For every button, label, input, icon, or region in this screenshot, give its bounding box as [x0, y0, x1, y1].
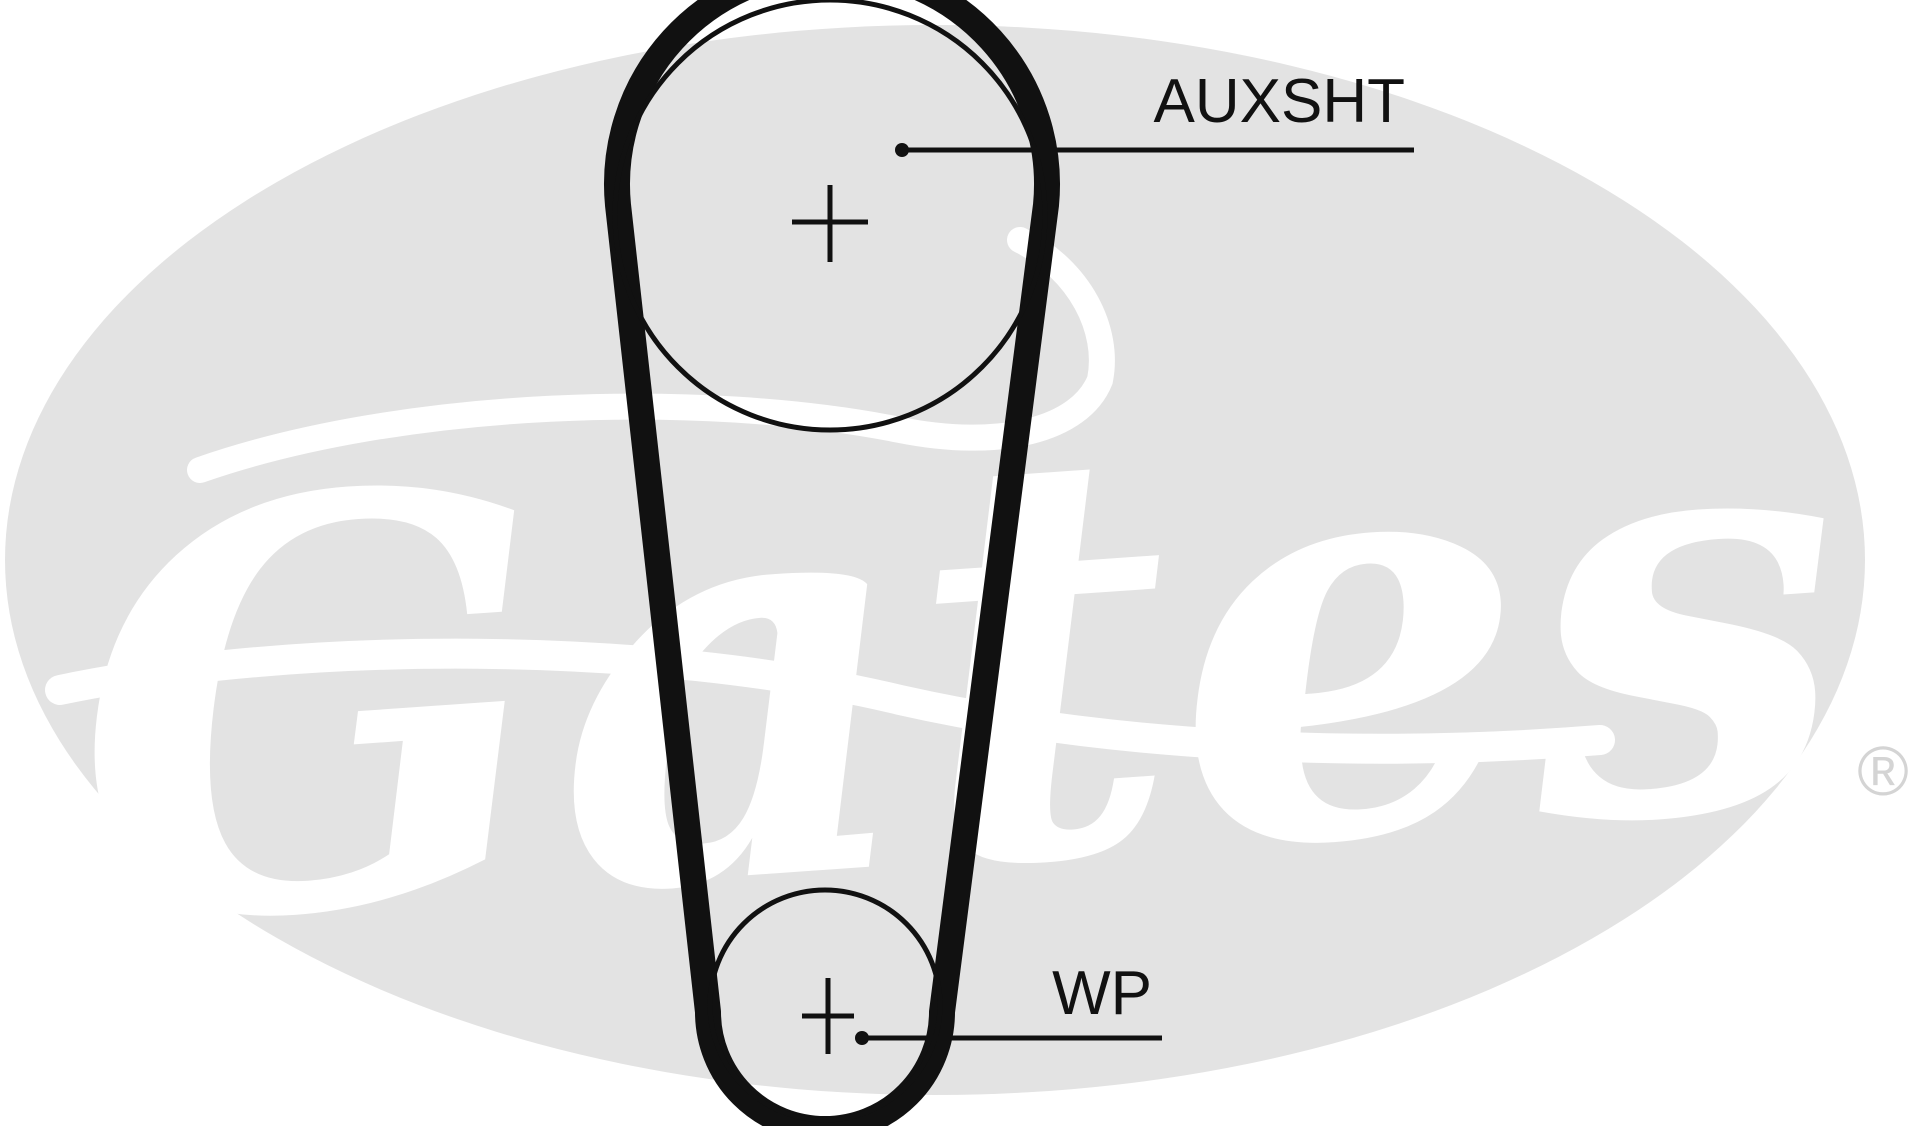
- pulley-auxsht-circle: [612, 0, 1048, 433]
- pulley-wp-circle: [707, 887, 943, 1123]
- callout-label-auxsht: AUXSHT: [1154, 67, 1405, 136]
- pulley-wp: WP: [707, 887, 1162, 1123]
- pulley-auxsht: AUXSHT: [612, 0, 1414, 433]
- pulley-auxsht-center-mark: [792, 185, 868, 262]
- timing-belt: [604, 0, 1060, 1126]
- brand-logo-swash: [187, 227, 1115, 483]
- registered-mark: ®: [1857, 732, 1909, 810]
- brand-logo-oval: [5, 25, 1865, 1095]
- brand-logo-swash-lower: [45, 638, 1615, 764]
- callout-label-wp: WP: [1052, 959, 1152, 1028]
- pulley-wp-center-cross: [802, 978, 854, 1054]
